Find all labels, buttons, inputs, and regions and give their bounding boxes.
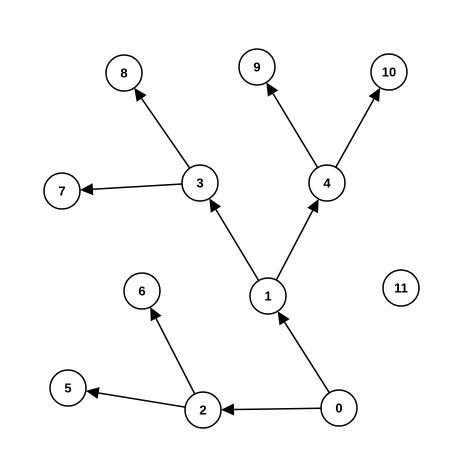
node-3: 3	[181, 164, 219, 202]
edge-2-to-6	[150, 307, 196, 395]
node-label: 8	[120, 66, 127, 81]
arrowhead	[209, 198, 222, 213]
edge-line	[283, 321, 331, 394]
edges-layer	[80, 82, 381, 416]
node-label: 7	[58, 184, 65, 199]
arrowhead	[221, 403, 235, 416]
node-label: 6	[138, 284, 145, 299]
arrowhead	[307, 199, 319, 214]
edge-3-to-7	[80, 183, 183, 196]
node-circle	[370, 53, 408, 91]
node-7: 7	[43, 172, 81, 210]
arrowhead	[134, 87, 147, 102]
node-11: 11	[382, 269, 420, 307]
node-circle	[123, 272, 161, 310]
node-9: 9	[238, 48, 276, 86]
edge-0-to-1	[277, 311, 331, 394]
node-circle	[43, 172, 81, 210]
node-label: 5	[64, 381, 71, 396]
node-circle	[49, 369, 87, 407]
node-8: 8	[105, 54, 143, 92]
node-label: 11	[394, 281, 408, 296]
edge-4-to-9	[266, 82, 319, 168]
node-label: 0	[335, 401, 342, 416]
node-circle	[238, 48, 276, 86]
node-circle	[320, 389, 358, 427]
arrowhead	[85, 387, 100, 399]
edge-line	[215, 209, 260, 281]
arrowhead	[80, 183, 94, 196]
node-label: 9	[253, 60, 260, 75]
arrowhead	[277, 311, 290, 326]
edge-line	[92, 183, 183, 190]
arrowhead	[266, 82, 279, 97]
node-5: 5	[49, 369, 87, 407]
node-2: 2	[184, 391, 222, 429]
node-label: 2	[199, 403, 206, 418]
edge-line	[335, 98, 375, 168]
edge-line	[272, 93, 319, 168]
node-1: 1	[249, 277, 287, 315]
node-circle	[249, 277, 287, 315]
edge-line	[233, 407, 322, 411]
edge-4-to-10	[335, 87, 381, 168]
edge-line	[275, 210, 314, 281]
arrowhead	[150, 307, 162, 322]
arrowhead	[368, 87, 381, 102]
edge-3-to-8	[134, 87, 191, 169]
node-0: 0	[320, 389, 358, 427]
edge-2-to-5	[85, 387, 186, 408]
node-label: 3	[196, 176, 203, 191]
node-circle	[382, 269, 420, 307]
node-label: 10	[382, 65, 396, 80]
edge-line	[155, 318, 196, 395]
node-6: 6	[123, 272, 161, 310]
node-circle	[181, 164, 219, 202]
edge-1-to-4	[275, 199, 319, 281]
node-circle	[308, 164, 346, 202]
node-4: 4	[308, 164, 346, 202]
nodes-layer: 0 1 2 3 4 5 6 7 8 9 10 11	[43, 48, 420, 429]
edge-0-to-2	[221, 403, 322, 416]
node-circle	[184, 391, 222, 429]
node-label: 1	[264, 289, 271, 304]
edge-1-to-3	[209, 198, 260, 281]
node-circle	[105, 54, 143, 92]
node-label: 4	[323, 176, 331, 191]
node-10: 10	[370, 53, 408, 91]
edge-line	[98, 392, 186, 408]
edge-line	[140, 98, 191, 169]
